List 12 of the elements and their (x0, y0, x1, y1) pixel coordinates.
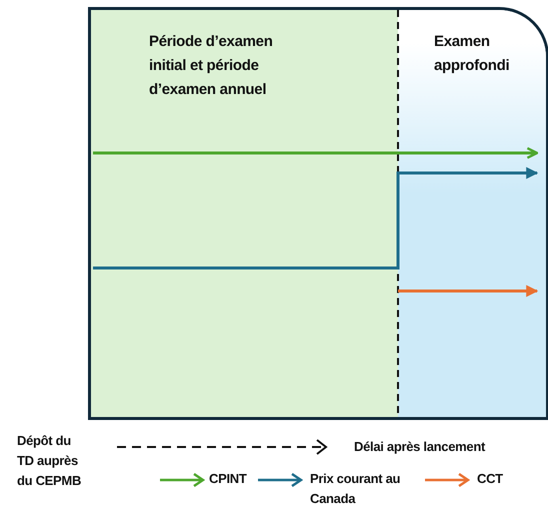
arrow (398, 285, 538, 297)
axis-label: Délai après lancement (354, 438, 486, 456)
legend-label: Prix courant au Canada (310, 470, 402, 507)
panel-heading: Examen approfondi (434, 32, 510, 76)
axis-label: Dépôt du TD auprès du CEPMB (17, 432, 82, 490)
legend-label: CCT (477, 470, 504, 488)
panel-heading: Période d’examen initial et période d’examen annuel (149, 32, 274, 100)
period-panel (398, 10, 546, 417)
period-panel (91, 10, 398, 417)
legend-label: CPINT (209, 470, 248, 488)
arrow (93, 147, 538, 159)
arrow (93, 167, 538, 270)
